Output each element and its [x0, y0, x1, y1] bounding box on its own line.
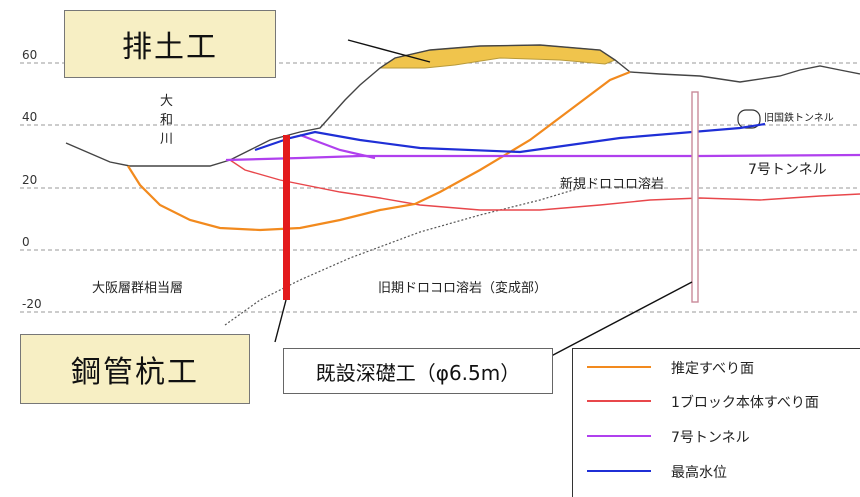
legend-swatch: [587, 366, 651, 368]
tunnel7-line: [225, 153, 860, 162]
label-tunnel7: 7号トンネル: [748, 162, 827, 178]
axis-tick-label: 40: [22, 110, 37, 124]
legend-item-estimated-slip: 推定すべり面: [573, 357, 860, 377]
axis-tick-label: 0: [22, 235, 30, 249]
label-osaka-group: 大阪層群相当層: [92, 281, 183, 296]
axis-tick-label: 20: [22, 173, 37, 187]
legend-label: 1ブロック本体すべり面: [671, 395, 819, 411]
axis-tick-label: 60: [22, 48, 37, 62]
legend-label: 7号トンネル: [671, 430, 750, 446]
elevation-axis: 60 40 20 0 -20: [22, 48, 42, 311]
legend-label: 最高水位: [671, 465, 727, 481]
legend-swatch: [587, 435, 651, 437]
leader-haido: [347, 39, 431, 63]
legend: 推定すべり面 1ブロック本体すべり面 7号トンネル 最高水位: [572, 348, 860, 497]
legend-label: 推定すべり面: [671, 361, 755, 377]
callout-excavation: 排土工: [64, 10, 276, 78]
legend-swatch: [587, 470, 651, 472]
legend-swatch: [587, 400, 651, 402]
axis-tick-label: -20: [22, 297, 42, 311]
label-old-tunnel: 旧国鉄トンネル: [764, 111, 834, 124]
legend-item-block-slip: 1ブロック本体すべり面: [573, 391, 860, 411]
label-new-lava: 新規ドロコロ溶岩: [560, 176, 664, 192]
existing-deep-foundation-shaft: [691, 91, 699, 303]
leader-shinso: [535, 281, 693, 365]
estimated-slip-surface: [127, 70, 631, 232]
old-tunnel-outline: [737, 109, 761, 129]
elevation-gridlines: [20, 62, 860, 313]
highest-water-level: [254, 122, 766, 154]
ground-surface-line: [65, 44, 860, 167]
label-river-2: 和: [160, 113, 173, 128]
callout-steel-pile: 鋼管杭工: [20, 334, 250, 404]
strata-boundary-curve: [224, 187, 581, 326]
callout-deep-foundation: 既設深礎工（φ6.5m）: [283, 348, 553, 394]
steel-pipe-pile: [283, 135, 290, 300]
label-old-lava: 旧期ドロコロ溶岩（変成部）: [378, 280, 547, 296]
label-river-1: 大: [160, 94, 173, 109]
tunnel7-branch: [299, 133, 376, 160]
legend-item-tunnel7: 7号トンネル: [573, 426, 860, 446]
legend-item-water-level: 最高水位: [573, 461, 860, 481]
leader-koukan: [274, 299, 287, 343]
label-river-3: 川: [160, 132, 173, 147]
